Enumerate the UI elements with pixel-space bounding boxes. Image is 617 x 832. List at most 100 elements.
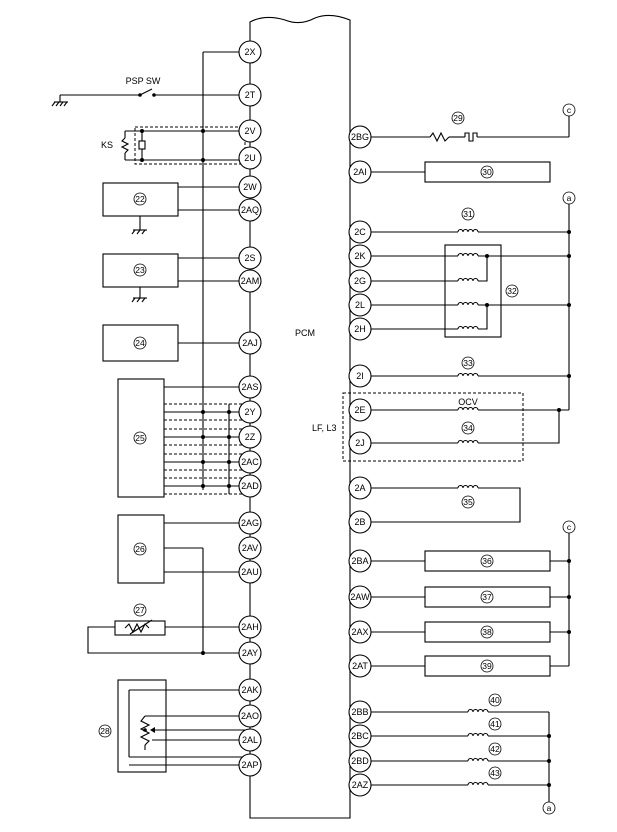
svg-text:2AD: 2AD [241,481,259,491]
callout-23: 23 [133,263,147,277]
svg-text:2L: 2L [355,300,365,310]
svg-text:2BG: 2BG [351,132,369,142]
pin: 2AQ [238,198,262,222]
component-30-box [350,161,551,183]
pin: 2AO [238,704,262,728]
pin: 2AD [238,474,262,498]
pcm-label: PCM [295,328,315,338]
callout-38: 38 [480,625,494,639]
svg-text:35: 35 [463,497,473,507]
pin: 2BB [348,700,372,724]
component-36-box [350,550,571,572]
svg-text:2Z: 2Z [245,432,256,442]
svg-text:2BC: 2BC [351,731,369,741]
svg-text:40: 40 [490,695,500,705]
pin: 2AK [238,678,262,702]
callout-30: 30 [480,165,494,179]
component-31-coil [350,228,571,234]
pin: 2AU [238,560,262,584]
callout-39: 39 [480,659,494,673]
svg-text:38: 38 [482,627,492,637]
callout-32: 32 [505,284,519,298]
pin: 2X [238,40,262,64]
svg-text:2G: 2G [354,276,366,286]
svg-text:2Y: 2Y [244,407,255,417]
svg-text:2B: 2B [354,517,365,527]
psp-switch: PSP SW [51,76,250,107]
pin: 2AC [238,450,262,474]
svg-text:2X: 2X [244,47,255,57]
svg-text:22: 22 [135,194,145,204]
pin: 2W [238,175,262,199]
svg-text:a: a [547,803,552,813]
pin: 2Y [238,400,262,424]
svg-text:2E: 2E [354,405,365,415]
svg-text:2AY: 2AY [242,648,258,658]
pin: 2K [348,244,372,268]
svg-text:31: 31 [463,209,473,219]
pin: 2AH [238,615,262,639]
svg-text:2W: 2W [243,182,257,192]
ks-label: KS [101,140,113,150]
component-42-coil [350,757,551,763]
callout-34: 34 [461,421,475,435]
callout-28: 28 [98,724,112,738]
pin: 2AY [238,641,262,665]
pin: 2Z [238,425,262,449]
svg-text:c: c [567,105,572,115]
svg-text:30: 30 [482,167,492,177]
svg-text:41: 41 [490,719,500,729]
svg-text:2AQ: 2AQ [241,205,259,215]
pin: 2AJ [238,331,262,355]
pin: 2AS [238,375,262,399]
svg-text:2BD: 2BD [351,756,369,766]
ocv-label: OCV [458,397,478,407]
component-40-coil [350,708,549,713]
pin: 2BA [348,549,372,573]
pin: 2AX [348,620,372,644]
svg-text:2AI: 2AI [353,167,367,177]
svg-text:2BB: 2BB [351,707,368,717]
svg-text:2BA: 2BA [351,556,368,566]
callout-31: 31 [461,207,475,221]
component-38-box [350,621,571,643]
pin: 2AW [348,585,372,609]
pin: 2H [348,317,372,341]
callout-26: 26 [133,542,147,556]
svg-text:24: 24 [135,338,145,348]
svg-text:2AH: 2AH [241,622,259,632]
svg-text:2AK: 2AK [241,685,258,695]
svg-text:2C: 2C [354,227,366,237]
pin: 2AI [348,160,372,184]
callout-42: 42 [488,742,502,756]
pin: 2E [348,398,372,422]
svg-text:32: 32 [507,286,517,296]
component-22-box [102,182,250,235]
pin: 2AV [238,536,262,560]
component-41-coil [350,732,551,738]
component-32-coil-group [350,244,571,338]
svg-text:2AV: 2AV [242,543,258,553]
svg-text:29: 29 [453,113,463,123]
pin: 2I [348,364,372,388]
component-23-box [102,253,250,303]
left-pins: 2X 2T 2V 2U 2W 2AQ 2S 2AM 2AJ 2AS 2Y 2Z … [238,40,262,777]
lf-l3-label: LF, L3 [312,423,337,433]
svg-text:2U: 2U [244,153,256,163]
svg-text:2H: 2H [354,324,366,334]
svg-text:c: c [567,522,572,532]
callout-36: 36 [480,554,494,568]
svg-text:2AW: 2AW [350,592,370,602]
svg-text:2AP: 2AP [241,760,258,770]
callout-43: 43 [488,766,502,780]
pin: 2BC [348,724,372,748]
svg-text:39: 39 [482,661,492,671]
pin: 2AP [238,753,262,777]
callout-27: 27 [133,603,147,617]
svg-text:2J: 2J [355,438,365,448]
component-37-box [350,586,571,608]
svg-text:42: 42 [490,744,500,754]
svg-text:2AL: 2AL [242,735,258,745]
callout-40: 40 [488,693,502,707]
svg-text:2K: 2K [354,251,365,261]
